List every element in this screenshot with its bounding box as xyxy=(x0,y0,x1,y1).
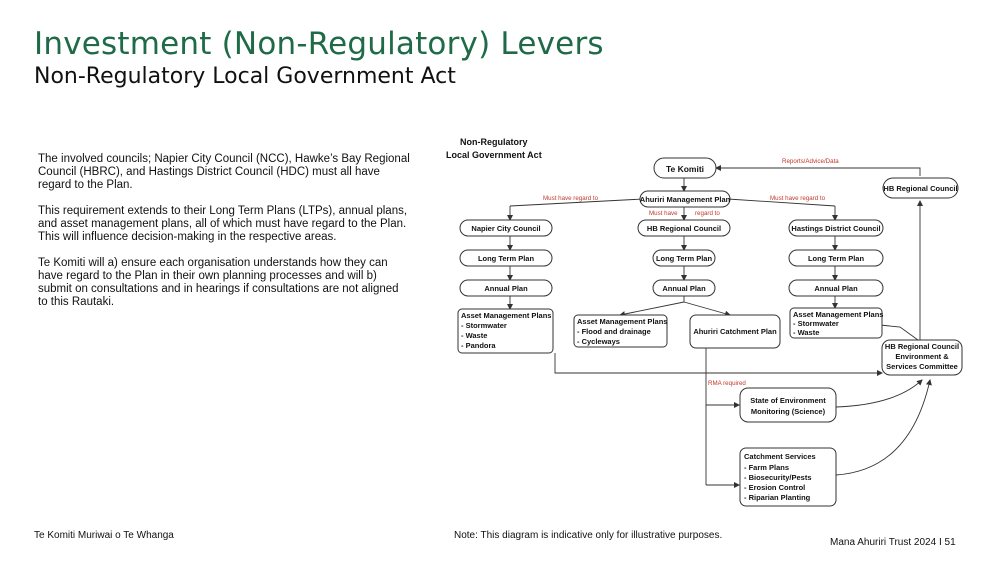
node-annual-plan-2: Annual Plan xyxy=(652,279,716,297)
node-amp-hastings-line-2: - Stormwater xyxy=(793,319,839,328)
footer-note: Note: This diagram is indicative only fo… xyxy=(454,530,723,541)
node-hbrc-committee: HB Regional Council Environment & Servic… xyxy=(881,339,963,376)
node-catchment-services-line-3: - Biosecurity/Pests xyxy=(744,473,812,482)
node-hastings-label: Hastings District Council xyxy=(791,224,880,233)
node-ahuriri-catchment-plan: Ahuriri Catchment Plan xyxy=(689,314,781,349)
node-annual-plan-1-label: Annual Plan xyxy=(484,284,528,293)
node-hastings-district-council: Hastings District Council xyxy=(788,219,884,237)
node-annual-plan-3: Annual Plan xyxy=(788,279,884,297)
node-hbrc-committee-line-3: Services Committee xyxy=(886,362,958,371)
node-annual-plan-3-label: Annual Plan xyxy=(814,284,858,293)
edge-label-must-right: Must have regard to xyxy=(770,195,826,202)
body-text: The involved councils; Napier City Counc… xyxy=(38,153,410,322)
node-napier-label: Napier City Council xyxy=(471,224,540,233)
node-state-env-line-2: Monitoring (Science) xyxy=(751,407,826,416)
node-annual-plan-1: Annual Plan xyxy=(459,279,553,297)
node-amp-hbrc: Asset Management Plans - Flood and drain… xyxy=(573,314,668,348)
node-amp-hbrc-line-1: Asset Management Plans xyxy=(577,317,667,326)
node-amp-hastings: Asset Management Plans - Stormwater - Wa… xyxy=(789,307,883,339)
node-catchment-services-line-4: - Erosion Control xyxy=(744,483,805,492)
diagram-heading-line-1: Non-Regulatory xyxy=(460,137,528,147)
governance-diagram: Non-Regulatory Local Government Act xyxy=(446,137,963,507)
node-long-term-plan-1-label: Long Term Plan xyxy=(478,254,535,263)
node-ahuriri-management-plan-label: Ahuriri Management Plan xyxy=(640,195,731,204)
node-state-of-environment: State of Environment Monitoring (Science… xyxy=(739,387,837,423)
node-long-term-plan-3: Long Term Plan xyxy=(788,249,884,267)
edge-label-reports: Reports/Advice/Data xyxy=(782,158,839,165)
node-amp-hbrc-line-3: - Cycleways xyxy=(577,337,620,346)
node-long-term-plan-2-label: Long Term Plan xyxy=(656,254,713,263)
node-hbrc-committee-line-1: HB Regional Council xyxy=(885,342,959,351)
node-long-term-plan-2: Long Term Plan xyxy=(652,249,716,267)
edge-label-must-mid-b: regard to xyxy=(695,210,720,217)
node-ahuriri-catchment-label: Ahuriri Catchment Plan xyxy=(693,327,777,336)
node-amp-napier-line-4: - Pandora xyxy=(461,341,496,350)
node-hb-regional-council: HB Regional Council xyxy=(637,219,731,237)
body-paragraph-1: The involved councils; Napier City Counc… xyxy=(38,153,410,191)
node-catchment-services-line-2: - Farm Plans xyxy=(744,463,789,472)
node-hb-regional-council-label: HB Regional Council xyxy=(647,224,721,233)
node-te-komiti: Te Komiti xyxy=(653,157,717,179)
body-paragraph-2: This requirement extends to their Long T… xyxy=(38,205,408,243)
edge-label-must-left: Must have regard to xyxy=(543,195,599,202)
node-napier-city-council: Napier City Council xyxy=(459,219,553,237)
node-amp-napier-line-2: - Stormwater xyxy=(461,321,507,330)
node-amp-napier-line-1: Asset Management Plans xyxy=(461,311,551,320)
page-title: Investment (Non-Regulatory) Levers xyxy=(34,26,604,62)
footer-org-name: Te Komiti Muriwai o Te Whanga xyxy=(34,530,174,541)
node-amp-hastings-line-1: Asset Management Plans xyxy=(793,310,883,319)
node-hbrc-committee-line-2: Environment & xyxy=(895,352,949,361)
page-subtitle: Non-Regulatory Local Government Act xyxy=(34,64,456,89)
node-te-komiti-label: Te Komiti xyxy=(666,164,704,174)
node-hb-regional-council-top-label: HB Regional Council xyxy=(883,184,957,193)
body-paragraph-3: Te Komiti will a) ensure each organisati… xyxy=(38,257,399,308)
node-long-term-plan-1: Long Term Plan xyxy=(459,249,553,267)
node-catchment-services: Catchment Services - Farm Plans - Biosec… xyxy=(739,447,837,507)
node-state-env-line-1: State of Environment xyxy=(750,396,826,405)
footer-page-info: Mana Ahuriri Trust 2024 I 51 xyxy=(830,537,956,548)
node-annual-plan-2-label: Annual Plan xyxy=(662,284,706,293)
edge-label-rma: RMA required xyxy=(708,380,746,387)
node-long-term-plan-3-label: Long Term Plan xyxy=(808,254,865,263)
node-amp-hastings-line-3: - Waste xyxy=(793,328,819,337)
edge-label-must-mid-a: Must have xyxy=(649,210,678,217)
node-ahuriri-management-plan: Ahuriri Management Plan xyxy=(639,190,731,208)
node-catchment-services-line-5: - Riparian Planting xyxy=(744,493,811,502)
node-hb-regional-council-top: HB Regional Council xyxy=(882,177,959,199)
node-amp-napier-line-3: - Waste xyxy=(461,331,487,340)
node-amp-napier: Asset Management Plans - Stormwater - Wa… xyxy=(457,308,554,354)
node-catchment-services-line-1: Catchment Services xyxy=(744,452,816,461)
node-amp-hbrc-line-2: - Flood and drainage xyxy=(577,327,651,336)
connectors xyxy=(507,165,932,488)
diagram-heading-line-2: Local Government Act xyxy=(446,150,542,160)
